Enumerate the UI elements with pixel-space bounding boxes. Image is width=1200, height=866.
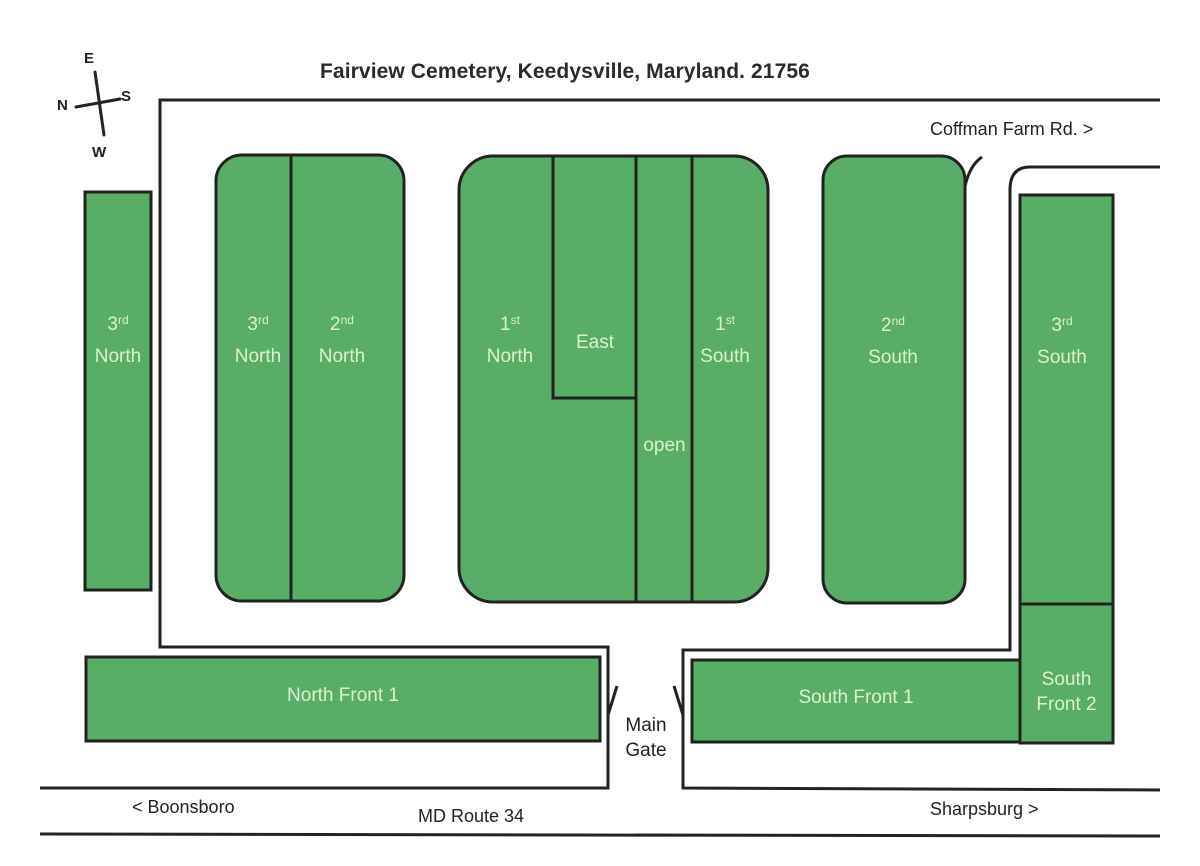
section-number: 2 — [881, 315, 892, 336]
section-name: South — [1037, 346, 1087, 368]
section-3rd-north-inner[interactable]: 3rd North — [224, 312, 292, 369]
section-number: 3 — [247, 314, 258, 335]
section-number: 1 — [715, 314, 726, 335]
section-suffix: nd — [891, 314, 905, 328]
section-2nd-south[interactable]: 2nd South — [853, 313, 933, 370]
road-label-coffman-farm: Coffman Farm Rd. > — [930, 119, 1094, 139]
main-gate-line1: Main — [625, 715, 667, 736]
section-name: North — [234, 345, 282, 367]
compass-south-label: S — [121, 88, 132, 105]
section-north-front-1[interactable]: North Front 1 — [86, 683, 600, 709]
section-number: 3 — [1051, 315, 1062, 336]
compass-north-label: N — [57, 97, 68, 114]
compass-icon — [74, 70, 122, 137]
compass-west-label: W — [92, 144, 107, 161]
main-gate-label: Main Gate — [618, 714, 674, 763]
section-1st-north[interactable]: 1st North — [476, 312, 544, 369]
section-1st-south[interactable]: 1st South — [692, 312, 758, 369]
compass-east-label: E — [84, 50, 95, 67]
section-3rd-north-outer[interactable]: 3rd North — [85, 312, 151, 369]
section-name: East — [575, 332, 615, 353]
section-3rd-south[interactable]: 3rd South — [1022, 313, 1102, 370]
section-number: 3 — [107, 314, 118, 335]
section-east[interactable]: East — [556, 330, 634, 356]
section-name: South — [868, 346, 918, 368]
section-name: North — [94, 345, 142, 367]
section-suffix: st — [510, 313, 520, 327]
section-2nd-north[interactable]: 2nd North — [304, 312, 380, 369]
section-suffix: nd — [340, 313, 354, 327]
road-label-md-route-34: MD Route 34 — [418, 806, 525, 826]
road-label-sharpsburg: Sharpsburg > — [930, 799, 1039, 819]
section-name-line1: South — [1041, 669, 1092, 690]
section-south-front-2[interactable]: South Front 2 — [1020, 668, 1113, 717]
section-open[interactable]: open — [637, 433, 692, 459]
section-name-line2: Front 2 — [1036, 693, 1097, 715]
section-name: North Front 1 — [287, 685, 399, 706]
section-suffix: st — [725, 313, 735, 327]
section-name: North — [318, 345, 366, 367]
map-title: Fairview Cemetery, Keedysville, Maryland… — [320, 60, 810, 83]
section-number: 2 — [330, 314, 341, 335]
section-suffix: rd — [117, 313, 129, 327]
section-name: North — [486, 345, 534, 367]
section-name: South Front 1 — [798, 687, 914, 708]
main-gate-line2: Gate — [625, 739, 667, 761]
section-name: open — [643, 435, 686, 456]
section-south-front-1[interactable]: South Front 1 — [692, 685, 1020, 711]
section-number: 1 — [500, 314, 511, 335]
plots — [83, 153, 1115, 745]
section-name: South — [700, 345, 750, 367]
section-suffix: rd — [1061, 314, 1073, 328]
section-suffix: rd — [257, 313, 269, 327]
road-label-boonsboro: < Boonsboro — [132, 797, 235, 817]
